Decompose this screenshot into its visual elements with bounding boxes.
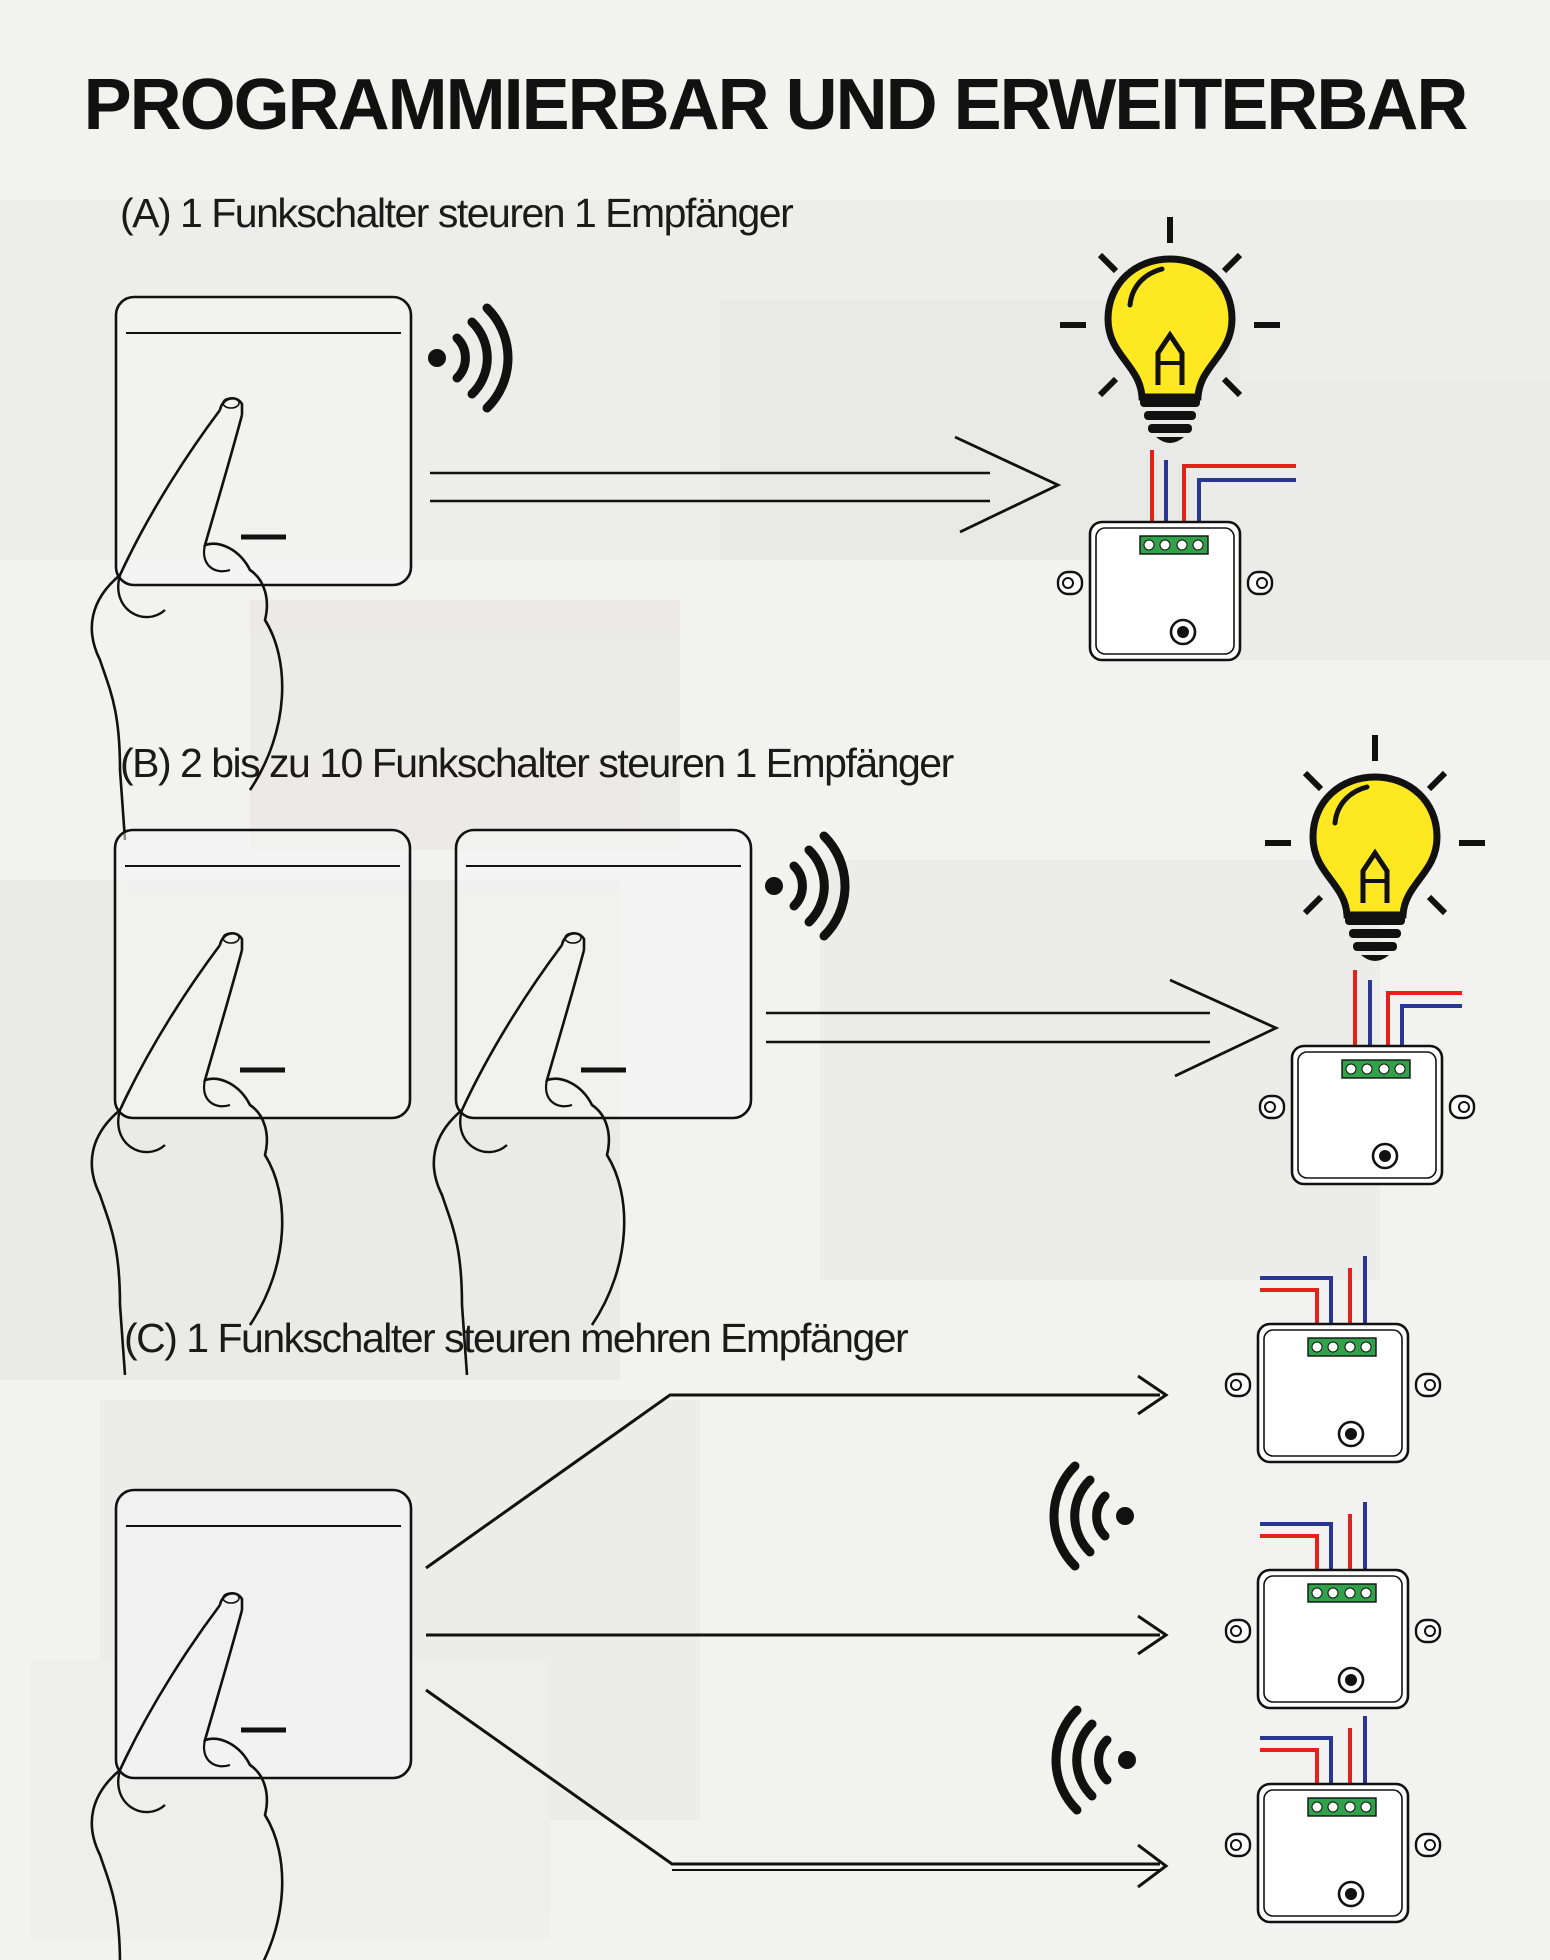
signal-waves-icon bbox=[1054, 1466, 1134, 1566]
receiver-module-icon bbox=[1224, 1782, 1442, 1924]
receiver-module-icon bbox=[1056, 520, 1274, 662]
wireless-switch-icon bbox=[116, 297, 411, 585]
receiver-module-icon bbox=[1224, 1322, 1442, 1464]
arrow-icon bbox=[425, 1374, 1169, 1570]
wireless-switch-icon bbox=[115, 830, 410, 1118]
page-title: PROGRAMMIERBAR UND ERWEITERBAR bbox=[83, 65, 1469, 145]
signal-waves-icon bbox=[428, 308, 508, 408]
receiver-module-icon bbox=[1258, 1044, 1476, 1186]
section-a-caption: (A) 1 Funkschalter steuren 1 Empfänger bbox=[120, 190, 794, 236]
arrow-icon bbox=[430, 435, 1062, 534]
section-c-caption: (C) 1 Funkschalter steuren mehren Empfän… bbox=[124, 1315, 909, 1361]
section-b-caption: (B) 2 bis zu 10 Funkschalter steuren 1 E… bbox=[120, 740, 954, 786]
section-c-diagram bbox=[90, 1256, 1442, 1960]
signal-waves-icon bbox=[765, 836, 845, 936]
section-a-diagram bbox=[90, 217, 1296, 842]
signal-waves-icon bbox=[1056, 1710, 1136, 1810]
wireless-switch-icon bbox=[456, 830, 751, 1118]
arrow-icon bbox=[426, 1614, 1169, 1656]
arrow-icon bbox=[766, 978, 1280, 1078]
light-bulb-icon bbox=[1060, 217, 1280, 443]
light-bulb-icon bbox=[1265, 735, 1485, 961]
wires bbox=[1353, 970, 1462, 1062]
section-b-diagram bbox=[90, 735, 1485, 1377]
wireless-switch-icon bbox=[116, 1490, 411, 1778]
arrow-icon bbox=[425, 1688, 1169, 1889]
receiver-module-icon bbox=[1224, 1568, 1442, 1710]
